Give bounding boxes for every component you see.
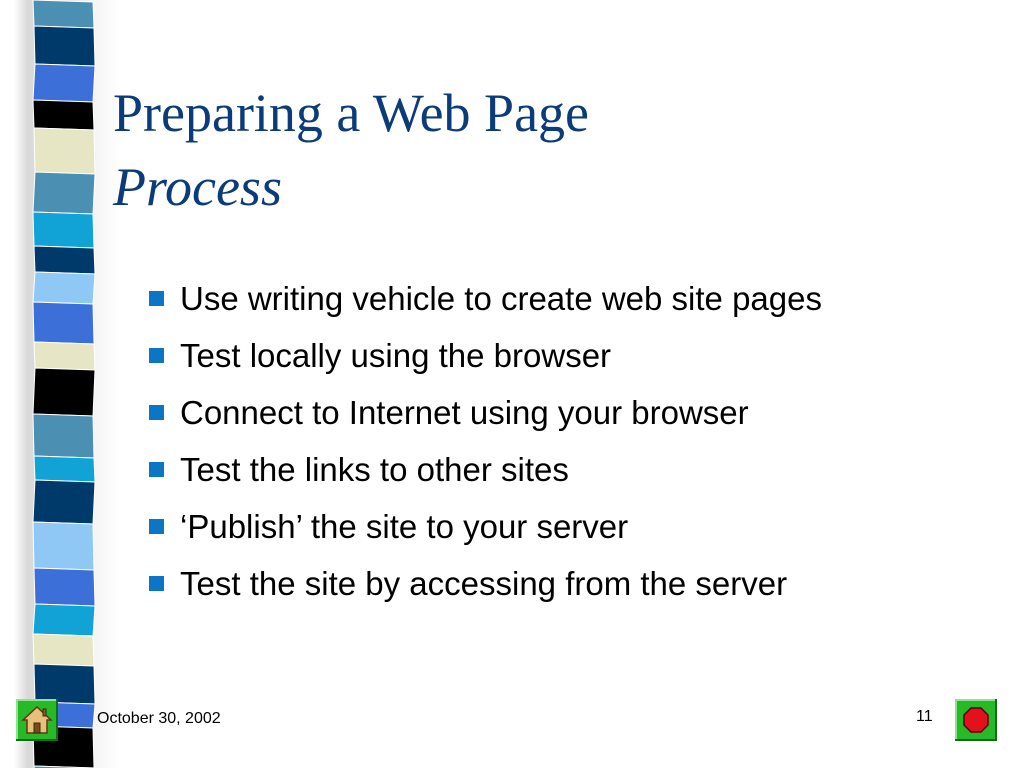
strip-band <box>32 367 96 417</box>
strip-band <box>32 603 96 637</box>
slide-subtitle: Process <box>113 157 282 217</box>
bullet-marker <box>149 291 164 306</box>
strip-band <box>33 567 96 607</box>
strip-band <box>32 171 96 215</box>
bullet-text: Connect to Internet using your browser <box>180 394 749 431</box>
slide-title: Preparing a Web Page <box>113 83 590 143</box>
stop-octagon-icon <box>963 707 989 733</box>
page-number: 11 <box>916 708 933 725</box>
bullet-text: Use writing vehicle to create web site p… <box>180 280 822 317</box>
home-button[interactable] <box>16 699 58 741</box>
strip-band <box>32 0 95 29</box>
bullet-marker <box>149 405 164 420</box>
strip-band <box>32 521 95 571</box>
strip-band <box>32 413 95 459</box>
end-show-button[interactable] <box>955 699 997 741</box>
bullet-item: Test the links to other sites <box>145 441 822 498</box>
bullet-text: Test the links to other sites <box>180 451 569 488</box>
bullet-item: Connect to Internet using your browser <box>145 384 822 441</box>
bullet-item: ‘Publish’ the site to your server <box>145 498 822 555</box>
footer-date: October 30, 2002 <box>97 710 221 727</box>
bullet-marker <box>149 576 164 591</box>
strip-band <box>33 245 96 275</box>
bullet-marker <box>149 519 164 534</box>
home-icon <box>21 705 53 734</box>
bullet-marker <box>149 462 164 477</box>
strip-band <box>33 455 96 483</box>
strip-band <box>32 63 96 103</box>
bullet-item: Test locally using the browser <box>145 327 822 384</box>
strip-band <box>32 271 96 305</box>
decorative-strip <box>30 0 104 768</box>
strip-band <box>32 301 95 345</box>
strip-band <box>33 663 96 705</box>
bullet-item: Use writing vehicle to create web site p… <box>145 270 822 327</box>
bullet-item: Test the site by accessing from the serv… <box>145 555 822 612</box>
bullet-marker <box>149 348 164 363</box>
strip-band <box>32 211 95 249</box>
bullet-text: Test the site by accessing from the serv… <box>180 565 788 602</box>
bullet-text: Test locally using the browser <box>180 337 612 374</box>
bullet-list: Use writing vehicle to create web site p… <box>145 270 822 612</box>
strip-band <box>32 99 95 131</box>
bullet-text: ‘Publish’ the site to your server <box>180 508 629 545</box>
strip-band <box>32 479 96 525</box>
strip-band <box>33 25 96 67</box>
strip-band <box>33 341 96 371</box>
strip-band <box>32 633 95 667</box>
strip-band <box>33 127 96 175</box>
title-block: Preparing a Web Page Process <box>113 76 589 224</box>
